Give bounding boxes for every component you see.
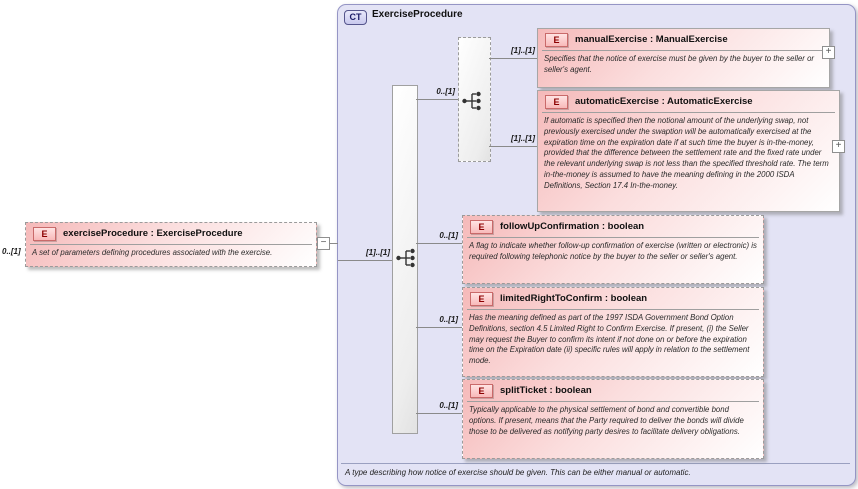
expand-toggle[interactable]: +: [832, 140, 845, 153]
element-icon: E: [545, 32, 568, 47]
manualExercise-cardinality-label: [1]..[1]: [511, 46, 535, 55]
splitTicket-cardinality-label: 0..[1]: [439, 401, 458, 410]
element-title-row: E followUpConfirmation : boolean: [467, 216, 759, 238]
choice-cardinality-label: 0..[1]: [436, 87, 455, 96]
connector-line: [489, 58, 537, 59]
connector-line: [329, 243, 338, 244]
element-annotation: Specifies that the notice of exercise mu…: [544, 54, 815, 74]
element-title: automaticExercise : AutomaticExercise: [575, 96, 753, 107]
element-box-manualExercise[interactable]: E manualExercise : ManualExercise Specif…: [537, 28, 830, 88]
complex-type-annotation: A type describing how notice of exercise…: [345, 468, 691, 477]
root-cardinality-label: 0..[1]: [2, 247, 21, 256]
connector-line: [338, 260, 392, 261]
element-box-exerciseProcedure[interactable]: E exerciseProcedure : ExerciseProcedure …: [25, 222, 317, 267]
element-annotation: Has the meaning defined as part of the 1…: [469, 313, 750, 366]
connector-line: [416, 413, 462, 414]
element-annotation: If automatic is specified then the notio…: [544, 116, 829, 190]
element-box-limitedRightToConfirm[interactable]: E limitedRightToConfirm : boolean Has th…: [462, 287, 764, 377]
automaticExercise-cardinality-label: [1]..[1]: [511, 134, 535, 143]
ct-icon: CT: [344, 10, 367, 25]
connector-line: [416, 327, 462, 328]
element-title-row: E splitTicket : boolean: [467, 380, 759, 402]
element-icon: E: [33, 226, 56, 241]
element-box-followUpConfirmation[interactable]: E followUpConfirmation : boolean A flag …: [462, 215, 764, 284]
element-title-row: E manualExercise : ManualExercise: [542, 29, 825, 51]
limitedRightToConfirm-cardinality-label: 0..[1]: [439, 315, 458, 324]
element-title-row: E automaticExercise : AutomaticExercise: [542, 91, 835, 113]
complex-type-badge: CT: [344, 7, 367, 25]
followUpConfirmation-cardinality-label: 0..[1]: [439, 231, 458, 240]
element-icon: E: [470, 291, 493, 306]
element-icon: E: [545, 94, 568, 109]
element-annotation: A set of parameters defining procedures …: [32, 248, 273, 257]
element-annotation: Typically applicable to the physical set…: [469, 405, 744, 436]
element-title: manualExercise : ManualExercise: [575, 34, 728, 45]
element-box-automaticExercise[interactable]: E automaticExercise : AutomaticExercise …: [537, 90, 840, 212]
sequence-cardinality-label: [1]..[1]: [366, 248, 390, 257]
connector-line: [416, 99, 458, 100]
element-title-row: E limitedRightToConfirm : boolean: [467, 288, 759, 310]
sequence-icon: [396, 248, 415, 268]
element-title-row: E exerciseProcedure : ExerciseProcedure: [30, 223, 312, 245]
element-title: exerciseProcedure : ExerciseProcedure: [63, 228, 243, 239]
complex-type-title: ExerciseProcedure: [372, 9, 463, 20]
element-title: splitTicket : boolean: [500, 385, 592, 396]
element-box-splitTicket[interactable]: E splitTicket : boolean Typically applic…: [462, 379, 764, 459]
connector-line: [489, 146, 537, 147]
choice-icon: [462, 91, 481, 111]
element-annotation: A flag to indicate whether follow-up con…: [469, 241, 757, 261]
element-title: limitedRightToConfirm : boolean: [500, 293, 648, 304]
element-title: followUpConfirmation : boolean: [500, 221, 645, 232]
connector-line: [416, 243, 462, 244]
footer-divider: [341, 463, 850, 464]
element-icon: E: [470, 383, 493, 398]
expand-toggle[interactable]: +: [822, 46, 835, 59]
element-icon: E: [470, 219, 493, 234]
